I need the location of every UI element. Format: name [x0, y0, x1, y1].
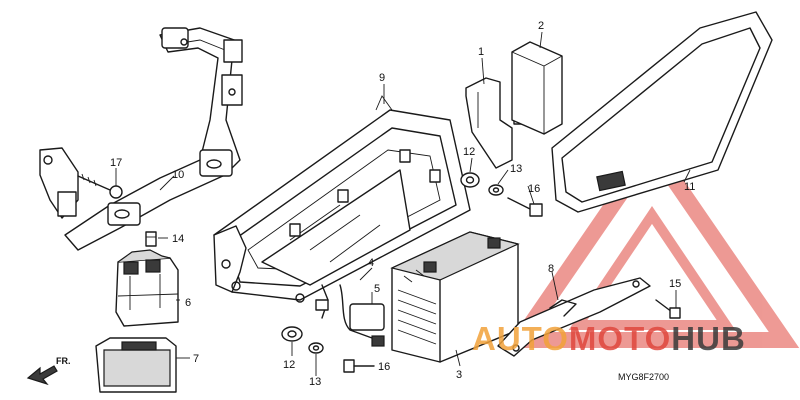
front-arrow-icon: [26, 365, 58, 386]
callout-11: 11: [684, 181, 695, 193]
callout-9: 9: [379, 72, 385, 84]
front-label: FR.: [56, 356, 71, 366]
callout-13-upper: 13: [510, 163, 522, 175]
callout-3: 3: [456, 369, 462, 381]
washer-13-lower: [308, 342, 324, 354]
callout-14: 14: [172, 233, 184, 245]
callout-17: 17: [110, 157, 122, 169]
watermark-text: AUTOMOTOHUB: [472, 320, 746, 357]
watermark-part-hub: HUB: [671, 320, 746, 357]
battery-cable-4: [315, 284, 385, 347]
callout-16-lower: 16: [378, 361, 390, 373]
callout-1: 1: [478, 46, 484, 58]
callout-12-lower: 12: [283, 359, 295, 371]
front-direction-indicator: FR.: [26, 356, 71, 386]
watermark-part-moto: MOTO: [569, 320, 671, 357]
callout-16-upper: 16: [528, 183, 540, 195]
callout-7: 7: [193, 353, 199, 365]
bolt-15: [655, 299, 681, 319]
bolt-16-upper: [507, 197, 543, 217]
battery-box-9: [213, 95, 471, 303]
battery-bracket-8: [497, 277, 651, 357]
callout-8: 8: [548, 263, 554, 275]
grommet-12-upper: [460, 172, 480, 188]
battery-3: [390, 231, 520, 363]
battery-cover-11: [551, 11, 773, 213]
control-unit-2: [511, 41, 563, 135]
callout-4: 4: [368, 257, 374, 269]
frame-subassembly: [39, 27, 243, 251]
washer-13-upper: [488, 184, 504, 196]
watermark-triangle: [504, 133, 800, 348]
callout-2: 2: [538, 20, 544, 32]
callout-13-lower: 13: [309, 376, 321, 388]
callout-5: 5: [374, 283, 380, 295]
starter-relay-6: [115, 249, 179, 327]
grommet-12-lower: [281, 326, 303, 342]
fuse-holder-14: [145, 231, 157, 247]
callout-10: 10: [172, 169, 184, 181]
relay-cover-7: [95, 337, 177, 393]
callout-12-upper: 12: [463, 146, 475, 158]
watermark-part-auto: AUTO: [472, 320, 569, 357]
bolt-17: [77, 173, 123, 199]
callout-numbers: 1 2 3 4 5 6 7 8 9 10 11 12 12 13 13 14 1…: [110, 20, 695, 388]
diagram-code: MYG8F2700: [618, 372, 669, 382]
callout-6: 6: [185, 297, 191, 309]
callout-leaders: [115, 31, 691, 376]
callout-15: 15: [669, 278, 681, 290]
